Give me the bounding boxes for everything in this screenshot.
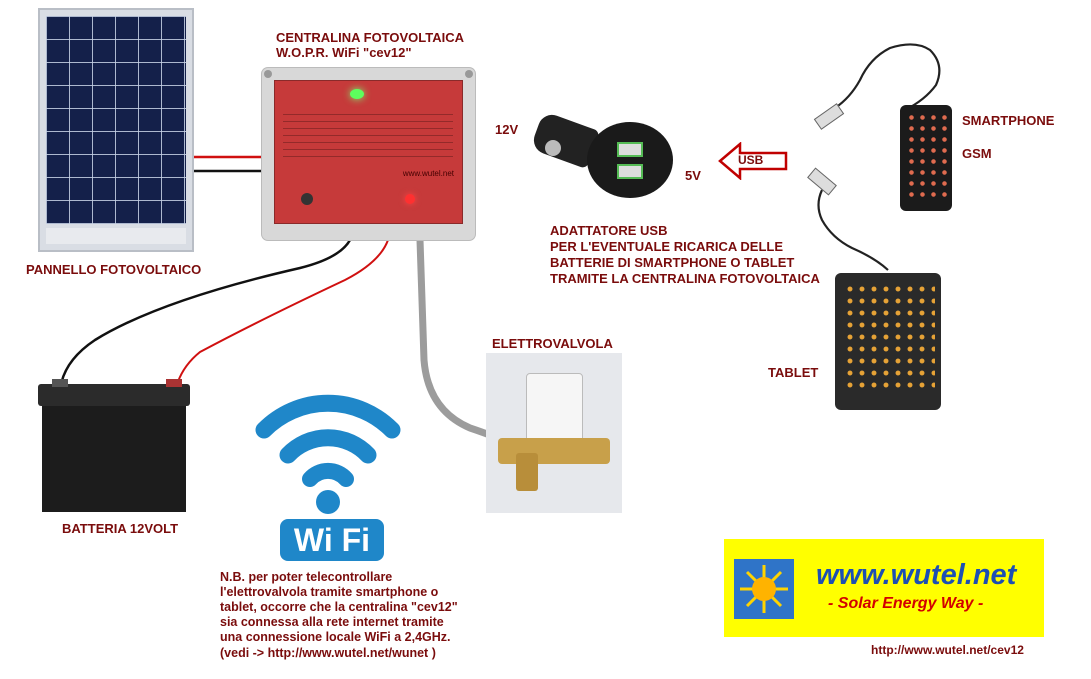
adapter-desc-3: BATTERIE DI SMARTPHONE O TABLET (550, 255, 795, 270)
controller-screw-tl (264, 70, 272, 78)
smartphone-label: SMARTPHONE (962, 113, 1055, 128)
label-5v: 5V (685, 168, 701, 183)
controller-title-1: CENTRALINA FOTOVOLTAICA (276, 30, 465, 45)
sun-icon (740, 565, 788, 613)
adapter-body (587, 122, 673, 198)
tablet-label: TABLET (768, 365, 819, 380)
battery-red-wire (174, 239, 389, 393)
adapter-desc-4: TRAMITE LA CENTRALINA FOTOVOLTAICA (550, 271, 820, 286)
valve-body (498, 438, 610, 464)
battery-top (38, 384, 190, 406)
valve-label: ELETTROVALVOLA (492, 336, 613, 351)
usb-port-1 (617, 142, 643, 157)
battery-terminal-neg (52, 379, 68, 387)
smartphone (900, 105, 952, 211)
wifi-badge-text: Wi Fi (293, 522, 371, 558)
controller-screw-tr (465, 70, 473, 78)
label-12v: 12V (495, 122, 519, 137)
controller-box: www.wutel.net (262, 68, 475, 240)
solar-panel-frame-bottom (46, 228, 186, 244)
solenoid-valve (486, 353, 622, 513)
note-line-1: N.B. per poter telecontrollare (220, 570, 393, 584)
controller-button (301, 193, 313, 205)
adapter-desc-1: ADATTATORE USB (550, 223, 668, 238)
smartphone-screen (904, 115, 948, 199)
usb-arrow (718, 142, 788, 180)
tablet-cable (817, 189, 889, 271)
logo-sun-square (734, 559, 794, 619)
battery-label: BATTERIA 12VOLT (62, 521, 179, 536)
logo-site: www.wutel.net (816, 559, 1017, 591)
controller-title-2: W.O.P.R. WiFi "cev12" (276, 45, 412, 60)
usb-port-2 (617, 164, 643, 179)
controller-brand: www.wutel.net (402, 169, 454, 178)
valve-outlet (516, 453, 538, 491)
usb-car-adapter (529, 110, 675, 200)
phone-cable (834, 43, 941, 111)
logo-tagline: - Solar Energy Way - (828, 595, 984, 612)
controller-face: www.wutel.net (274, 80, 463, 224)
gsm-label: GSM (962, 146, 992, 161)
footer-url[interactable]: http://www.wutel.net/cev12 (871, 643, 1024, 657)
note-line-5: una connessione locale WiFi a 2,4GHz. (220, 630, 451, 644)
wifi-icon (255, 394, 401, 514)
green-led (350, 89, 364, 99)
note-line-4: sia connessa alla rete internet tramite (220, 615, 444, 629)
controller-text-lines (283, 111, 453, 161)
panel-title: PANNELLO FOTOVOLTAICO (26, 262, 202, 277)
adapter-desc-2: PER L'EVENTUALE RICARICA DELLE (550, 239, 784, 254)
battery-body (42, 406, 186, 512)
note-line-2: l'elettrovalvola tramite smartphone o (220, 585, 439, 599)
battery-terminal-pos (166, 379, 182, 387)
wifi-badge: Wi Fi (280, 519, 384, 561)
red-led (405, 194, 415, 204)
note-line-6: (vedi -> http://www.wutel.net/wunet ) (220, 646, 436, 660)
usb-arrow-label: USB (738, 153, 764, 167)
tablet (835, 273, 941, 410)
note-line-3: tablet, occorre che la centralina "cev12… (220, 600, 458, 614)
battery-black-wire (58, 239, 352, 393)
battery (38, 379, 190, 512)
tablet-screen (841, 285, 935, 394)
wutel-logo: www.wutel.net - Solar Energy Way - (724, 539, 1044, 637)
solar-panel (38, 8, 194, 252)
adapter-tip (545, 140, 561, 156)
solar-panel-cells (46, 16, 186, 224)
